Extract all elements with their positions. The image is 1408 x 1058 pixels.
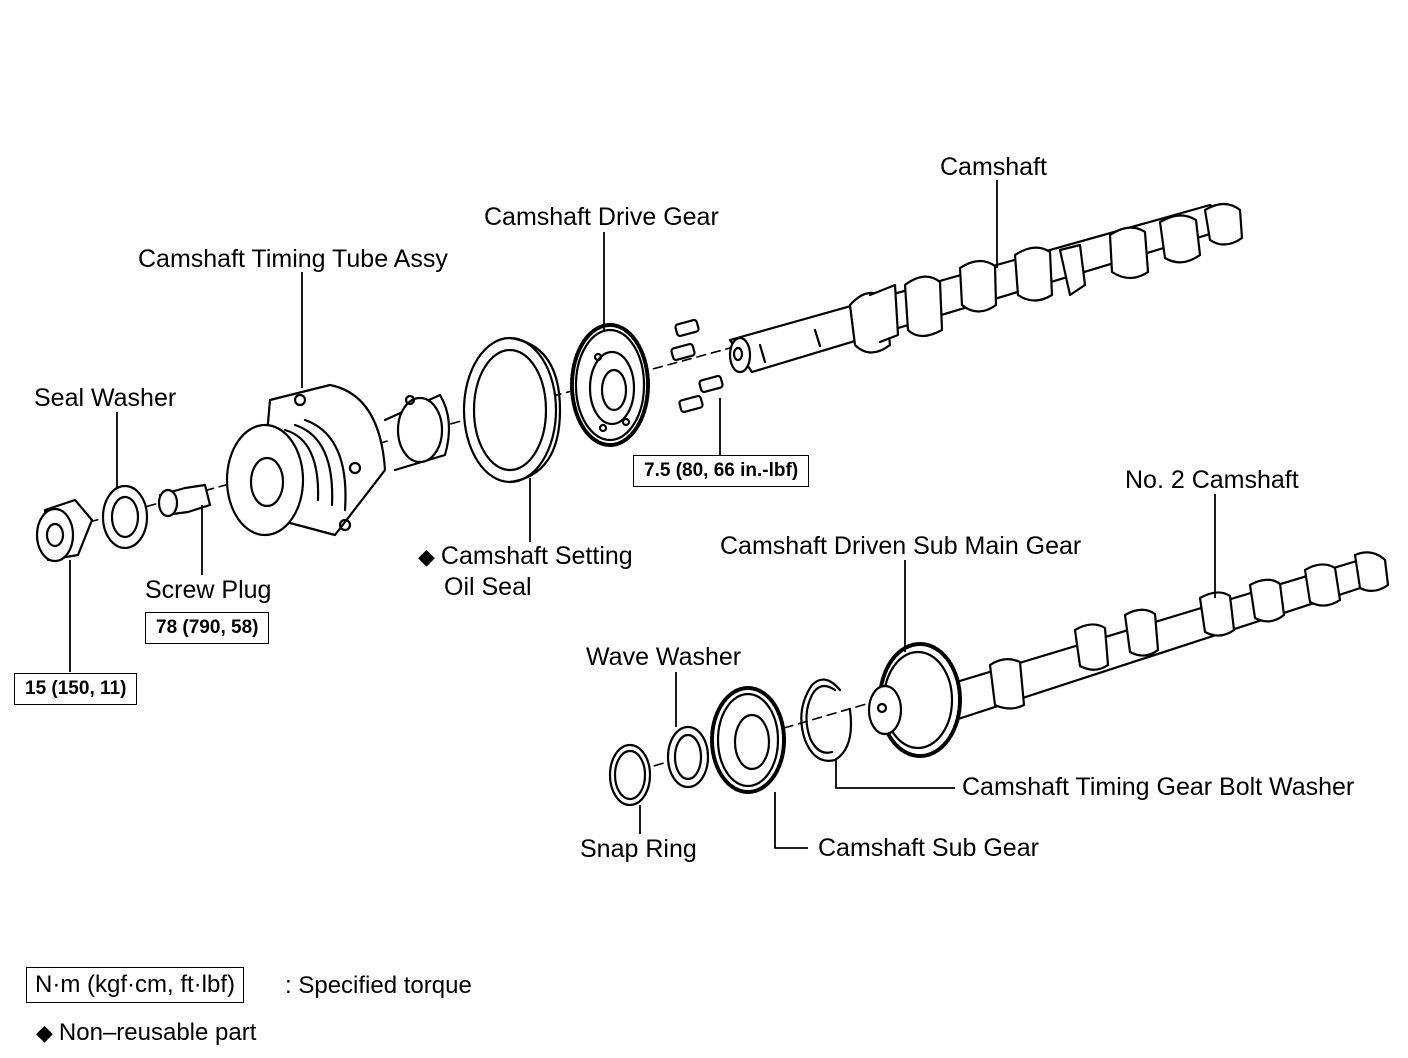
camshaft-sub-gear-part <box>710 686 786 794</box>
camshaft-driven-sub-main-gear-part <box>867 642 962 758</box>
label-camshaft-setting-oil-seal: ◆Camshaft Setting Oil Seal <box>418 541 633 603</box>
label-camshaft-sub-gear: Camshaft Sub Gear <box>818 834 1039 862</box>
legend-non-reusable-text: Non–reusable part <box>58 1019 257 1046</box>
wave-washer-part <box>666 725 710 789</box>
legend-torque-desc: : Specified torque <box>285 972 472 999</box>
camshaft-part <box>728 202 1244 374</box>
torque-screw-plug: 78 (790, 58) <box>145 612 270 644</box>
torque-drive-gear-bolts: 7.5 (80, 66 in.-lbf) <box>633 455 810 487</box>
label-camshaft-driven-sub-main-gear: Camshaft Driven Sub Main Gear <box>720 532 1082 560</box>
camshaft-timing-gear-bolt-washer-part <box>800 678 853 762</box>
legend-torque-unit-box: N·m (kgf·cm, ft·lbf) <box>26 967 244 1003</box>
no2-camshaft-part <box>928 551 1390 722</box>
label-wave-washer: Wave Washer <box>586 643 742 671</box>
torque-plug: 15 (150, 11) <box>14 673 138 705</box>
plug-part <box>35 498 94 563</box>
label-oil-seal-line1: Camshaft Setting <box>440 542 633 570</box>
label-screw-plug: Screw Plug <box>145 576 272 604</box>
label-camshaft: Camshaft <box>940 153 1047 181</box>
label-no2-camshaft: No. 2 Camshaft <box>1125 466 1299 494</box>
seal-washer-part <box>101 484 149 550</box>
label-seal-washer: Seal Washer <box>34 384 177 412</box>
label-camshaft-timing-gear-bolt-washer: Camshaft Timing Gear Bolt Washer <box>962 773 1355 801</box>
label-camshaft-drive-gear: Camshaft Drive Gear <box>484 203 719 231</box>
camshaft-timing-tube-assy-part <box>225 383 451 537</box>
camshaft-drive-gear-part <box>570 323 650 447</box>
leader-lines <box>69 180 1216 849</box>
label-oil-seal-line2: Oil Seal <box>444 573 532 601</box>
label-camshaft-timing-tube-assy: Camshaft Timing Tube Assy <box>138 245 448 273</box>
camshaft-setting-oil-seal-part <box>462 336 562 484</box>
non-reusable-diamond-icon: ◆ <box>418 544 435 569</box>
legend-diamond-icon: ◆ <box>36 1020 53 1045</box>
drive-gear-bolts-part <box>670 318 724 414</box>
label-snap-ring: Snap Ring <box>580 835 697 863</box>
legend-non-reusable: ◆Non–reusable part <box>36 1018 256 1048</box>
screw-plug-part <box>157 483 212 518</box>
snap-ring-part <box>608 743 652 807</box>
